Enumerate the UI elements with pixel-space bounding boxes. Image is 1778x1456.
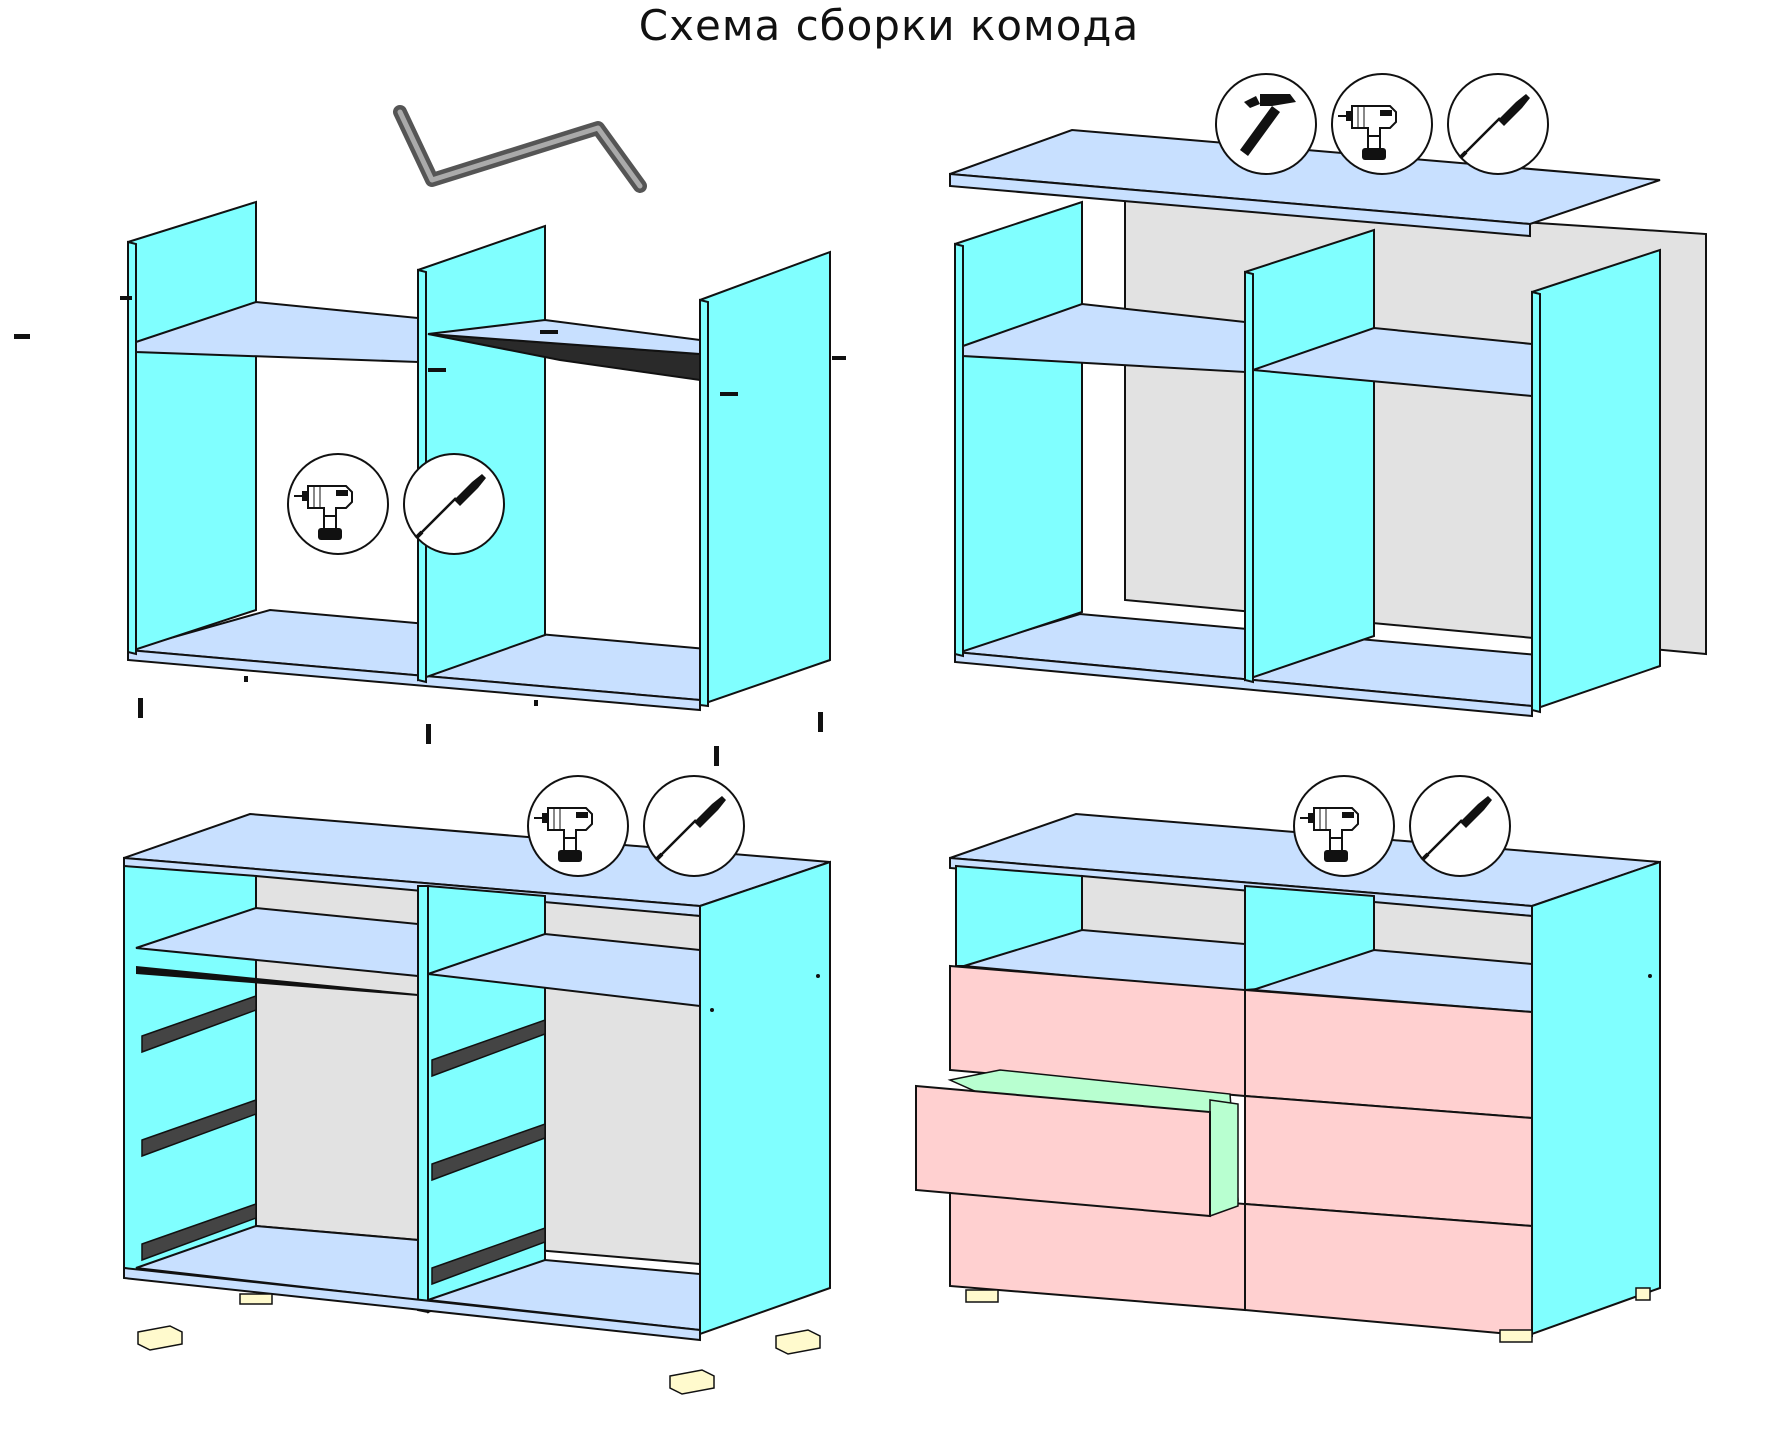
left-side-panel-2 [954,200,1083,656]
dowel-pins [14,296,846,766]
middle-divider-2 [1244,228,1375,682]
feet [137,1293,821,1395]
screwdriver-icon [403,453,505,555]
right-side-panel-3 [699,860,831,1336]
step-1-panel [14,105,846,766]
right-side-panel [699,250,831,707]
right-side-panel-2 [1531,248,1661,712]
drill-icon [1293,775,1395,877]
drawer-runners [141,994,546,1286]
right-side-panel-4 [1531,860,1661,1336]
drawer-front-6 [1244,1202,1533,1338]
screwdriver-icon [643,775,745,877]
allen-key-icon [393,105,647,193]
middle-divider [417,224,546,682]
step-2-panel [949,73,1707,718]
diagram-title: Схема сборки комода [638,1,1140,50]
drill-icon [1331,73,1433,175]
middle-divider-3 [417,885,429,1314]
feet-4 [965,1287,1651,1343]
drill-icon [287,453,389,555]
drill-icon [527,775,629,877]
hammer-icon [1215,73,1317,175]
drawer-front-3-open [915,1084,1211,1218]
step-4-panel [915,775,1661,1343]
left-side-panel [127,200,257,654]
screwdriver-icon [1447,73,1549,175]
step-3-panel [123,775,831,1395]
screwdriver-icon [1409,775,1511,877]
